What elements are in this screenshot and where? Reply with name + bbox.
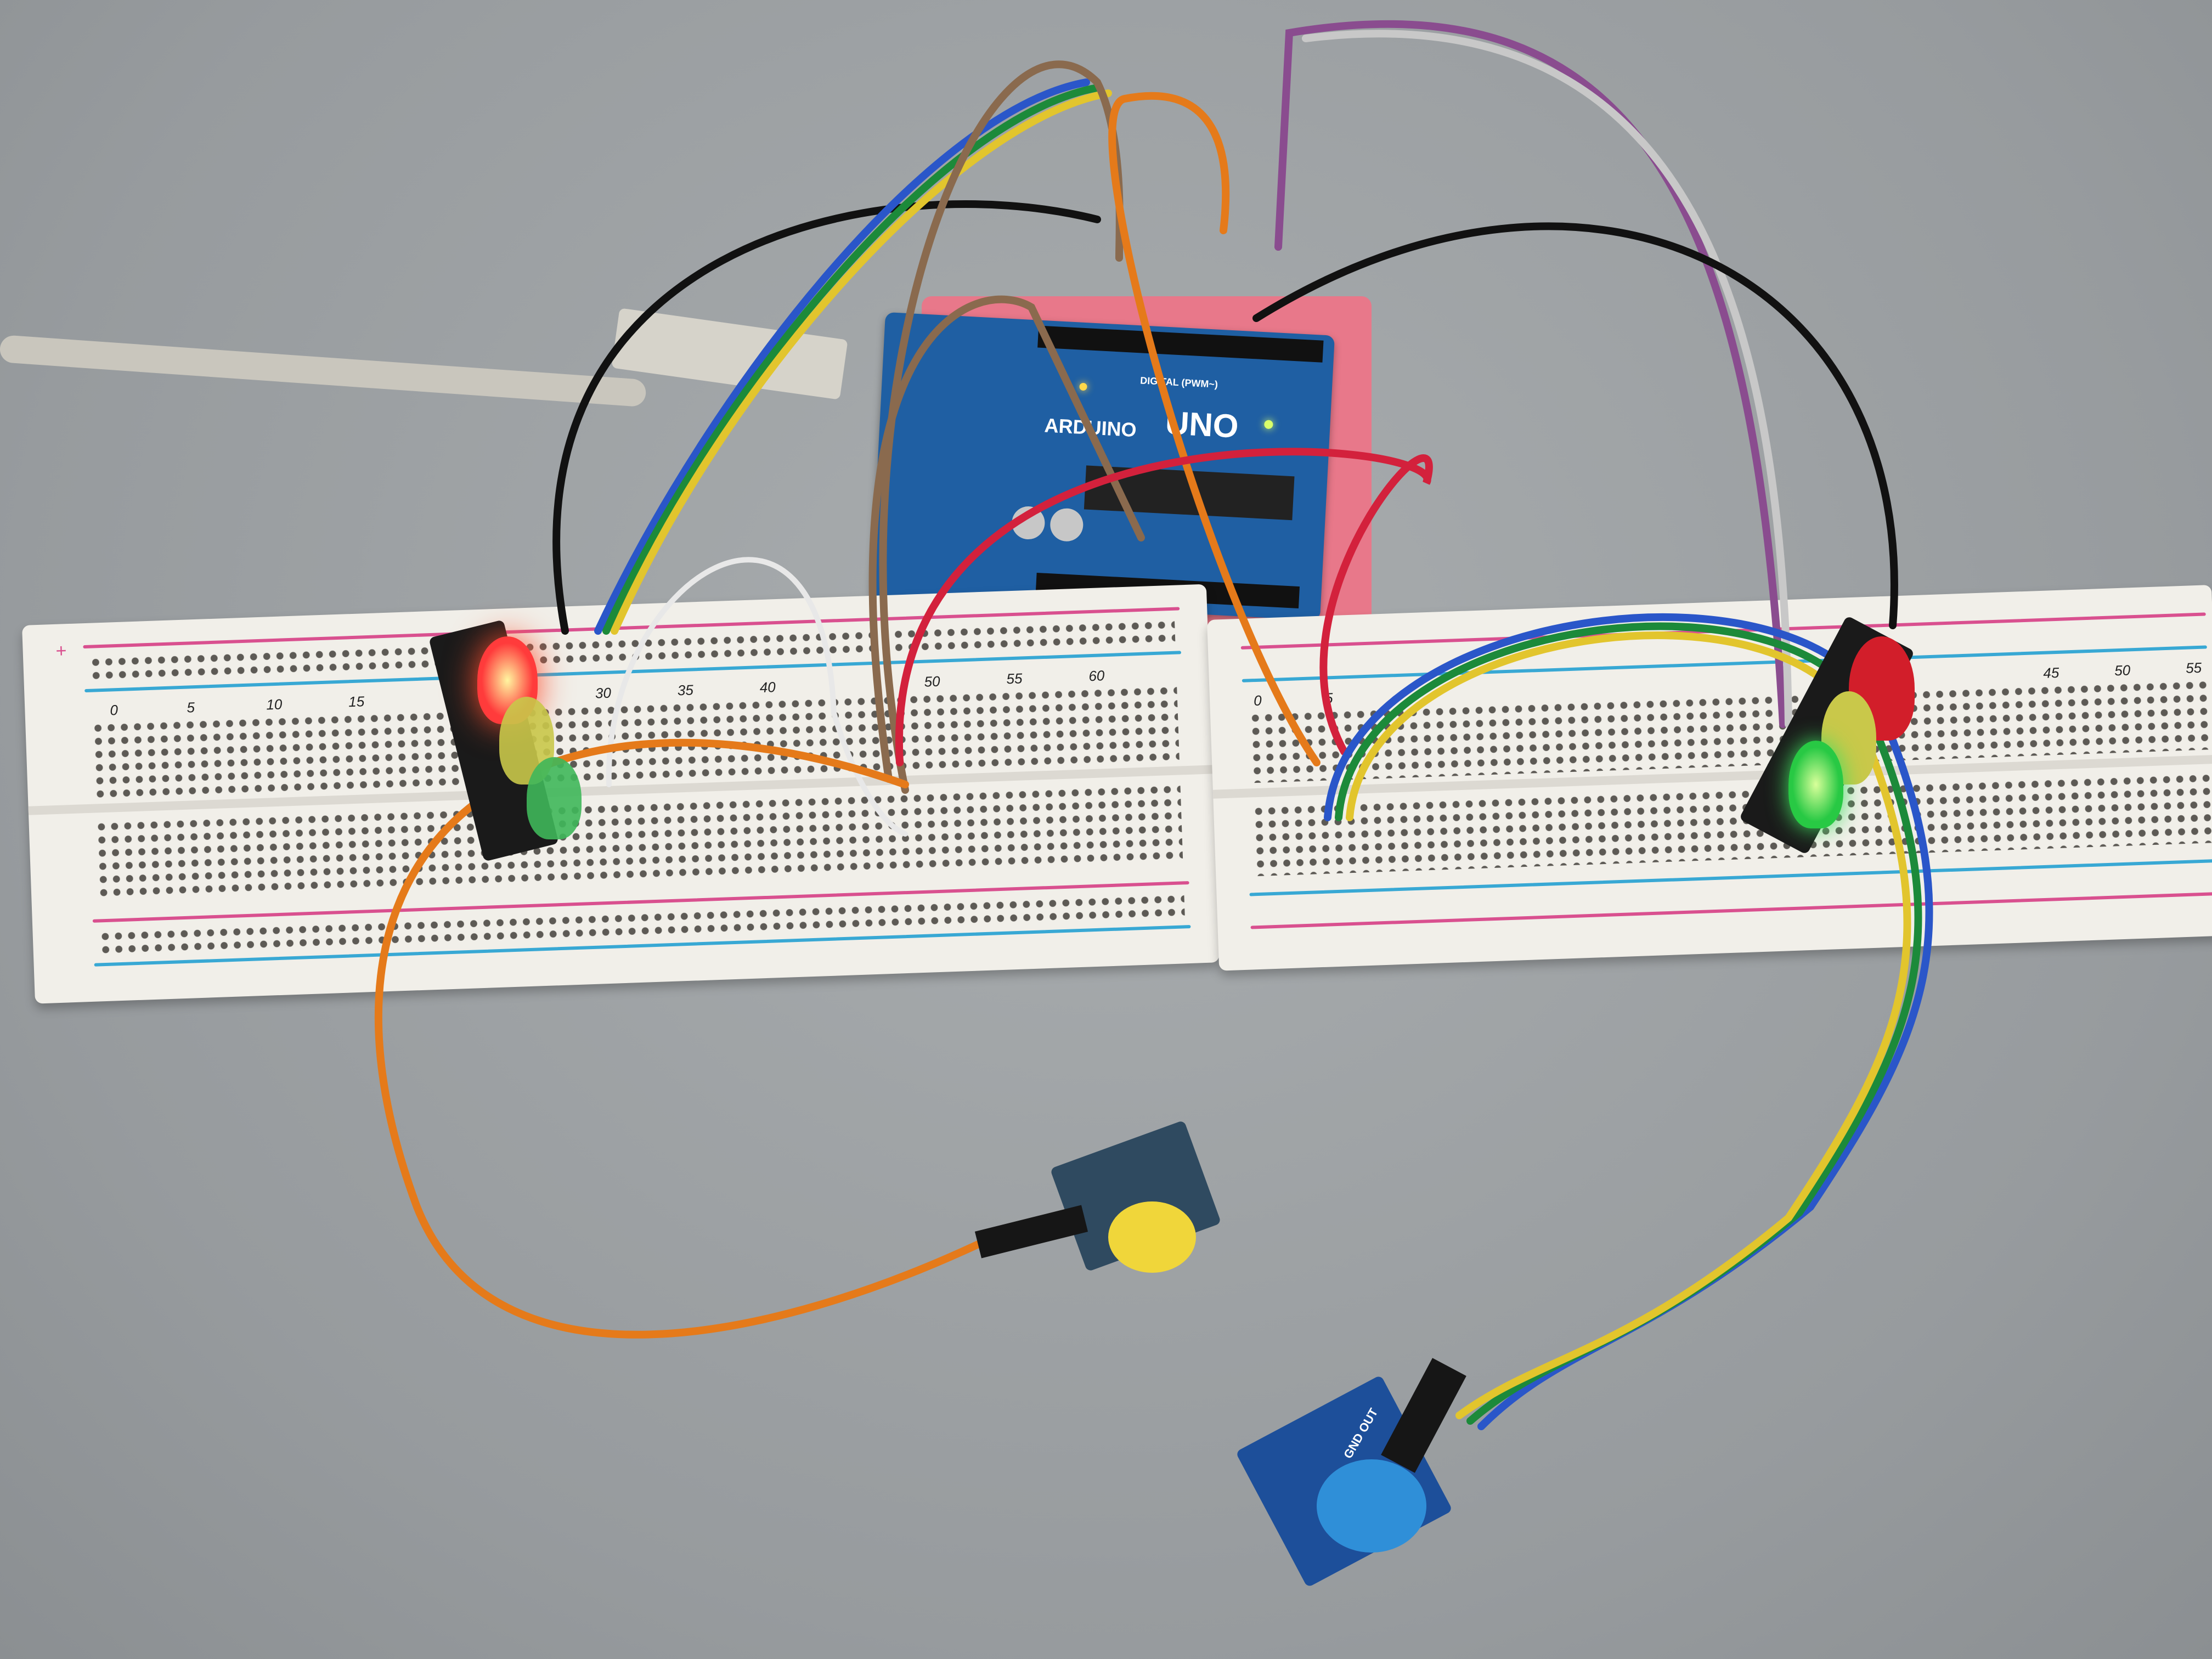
green-led xyxy=(527,757,582,839)
green-led-on xyxy=(1788,741,1843,828)
yellow-button-cap[interactable] xyxy=(1108,1201,1196,1273)
blue-button-cap[interactable] xyxy=(1317,1459,1426,1553)
